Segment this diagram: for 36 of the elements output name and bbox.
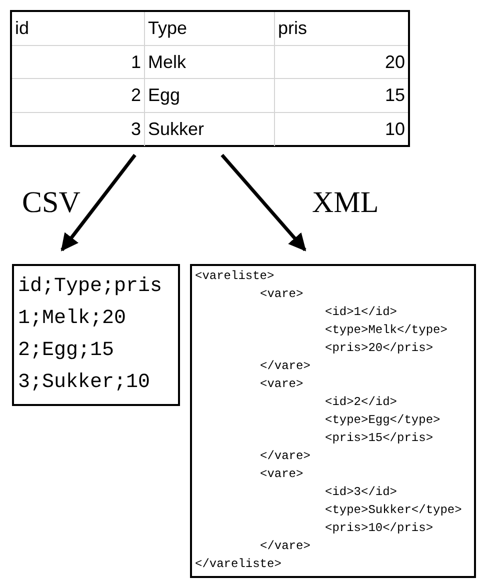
xml-line: <pris>20</pris> <box>325 340 434 357</box>
xml-line: <pris>15</pris> <box>325 430 434 447</box>
table-cell: 3 <box>12 112 145 146</box>
xml-line: </vare> <box>260 538 310 555</box>
xml-line: <type>Egg</type> <box>325 412 440 429</box>
csv-text-box <box>12 264 180 406</box>
csv-line: 2;Egg;15 <box>18 338 114 364</box>
csv-line: id;Type;pris <box>18 274 162 300</box>
xml-line: <type>Sukker</type> <box>325 502 462 519</box>
csv-line: 1;Melk;20 <box>18 306 126 332</box>
xml-line: <type>Melk</type> <box>325 322 448 339</box>
xml-line: <vareliste> <box>195 268 274 285</box>
table-cell: 15 <box>275 79 408 112</box>
xml-line: </vareliste> <box>195 556 282 573</box>
xml-line: <vare> <box>260 466 304 483</box>
column-header: id <box>12 12 145 46</box>
table-cell: Melk <box>145 46 275 79</box>
xml-line: <vare> <box>260 376 304 393</box>
column-header: pris <box>275 12 408 46</box>
table-cell: 1 <box>12 46 145 79</box>
xml-line: <id>3</id> <box>325 484 398 501</box>
column-header: Type <box>145 12 275 46</box>
table-cell: Sukker <box>145 112 275 146</box>
data-table <box>10 10 410 147</box>
table-cell: 2 <box>12 79 145 112</box>
table-cell: Egg <box>145 79 275 112</box>
xml-line: <id>1</id> <box>325 304 398 321</box>
xml-line: </vare> <box>260 358 310 375</box>
xml-line: <id>2</id> <box>325 394 398 411</box>
table-cell-text: 10 <box>384 118 406 140</box>
csv-line: 3;Sukker;10 <box>18 370 150 396</box>
xml-line: </vare> <box>260 448 310 465</box>
xml-line: <vare> <box>260 286 304 303</box>
xml-text-box <box>190 264 476 578</box>
table-cell: 20 <box>275 46 408 79</box>
xml-line: <pris>10</pris> <box>325 520 434 537</box>
